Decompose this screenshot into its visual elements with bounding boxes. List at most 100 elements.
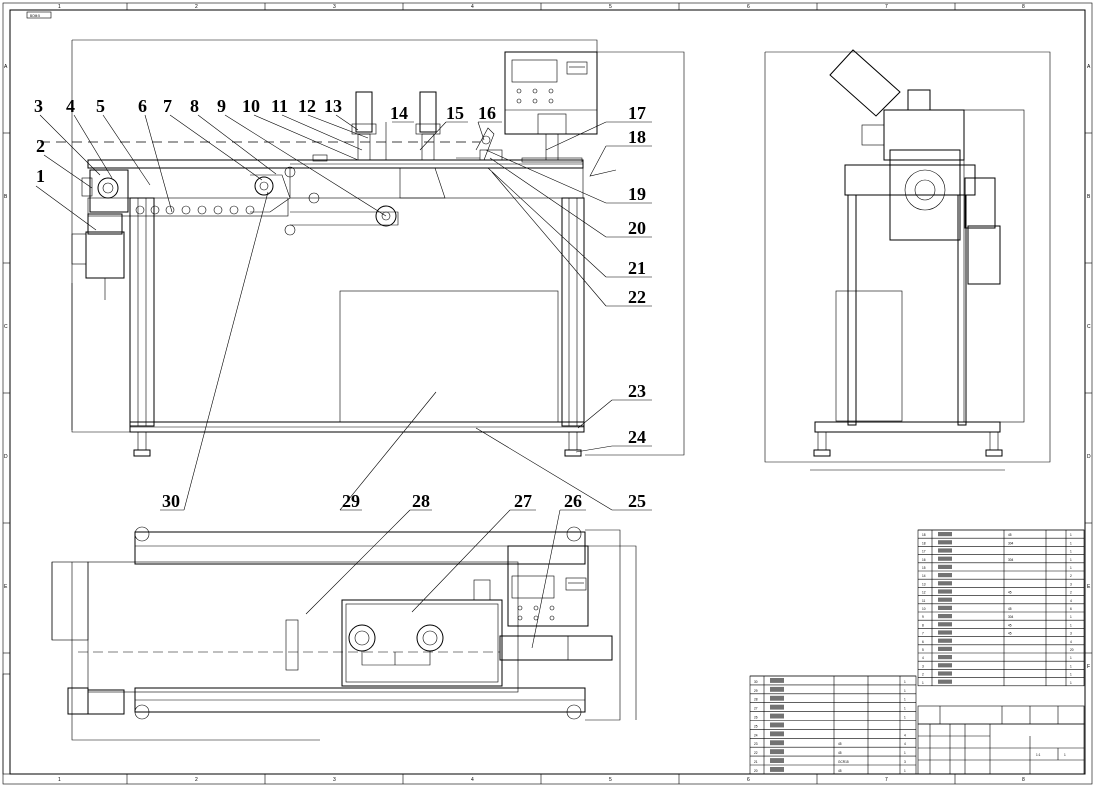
bom-left-row-name-mark: [770, 704, 784, 710]
bom-right-row-name-mark: [938, 548, 952, 553]
bom-right-row-material: 304: [1008, 558, 1014, 562]
title-block-scale: 1:1: [1036, 753, 1041, 757]
bom-right-row-material: 45: [1008, 591, 1012, 595]
gearbox: [89, 169, 129, 213]
bom-right-row-qty: 3: [1070, 582, 1072, 586]
bom-right-row-name-mark: [938, 663, 952, 668]
bom-left-row-no: 23: [754, 742, 758, 746]
bom-right-row-name-mark: [938, 532, 952, 537]
bom-left-row-qty: 1: [904, 698, 906, 702]
top-control-box: [507, 545, 589, 627]
zone-bottom-1: 1: [58, 777, 61, 783]
bom-right-row-name-mark: [938, 622, 952, 627]
bom-right-row-name-mark: [938, 581, 952, 586]
bom-right-row-qty: 1: [1070, 664, 1072, 668]
bom-left-row-name-mark: [770, 678, 784, 683]
zone-top-5: 5: [609, 4, 612, 10]
bom-right-row-no: 5: [922, 648, 924, 652]
bom-right-row-no: 16: [922, 558, 926, 562]
zone-left-c: C: [4, 324, 8, 330]
inner-border: [9, 9, 1086, 775]
bom-right-row-no: 4: [922, 656, 924, 660]
bom-left-row-no: 26: [754, 716, 758, 720]
zone-left-a: A: [4, 64, 8, 70]
zone-bottom-4: 4: [471, 777, 474, 783]
balloon-29: 29: [342, 491, 360, 511]
bom-right-row-qty: 4: [1070, 640, 1072, 644]
bom-right-row-qty: 1: [1070, 656, 1072, 660]
bom-left-row-no: 21: [754, 760, 758, 764]
zone-bottom-7: 7: [885, 777, 888, 783]
bom-left-row-no: 30: [754, 680, 758, 684]
bom-right-row-no: 7: [922, 632, 924, 636]
zone-side-d: D: [1087, 454, 1091, 460]
balloon-26: 26: [564, 491, 582, 511]
balloon-12: 12: [298, 96, 316, 116]
bom-left-row-name-mark: [770, 722, 784, 728]
zone-bottom-6: 6: [747, 777, 750, 783]
bom-left-row-no: 22: [754, 751, 758, 755]
bom-left-row-qty: 1: [904, 769, 906, 773]
bom-left-row-no: 20: [754, 769, 758, 773]
zone-side-c: C: [1087, 324, 1091, 330]
bom-right-row-qty: 20: [1070, 648, 1074, 652]
bom-right-row-qty: 1: [1070, 533, 1072, 537]
bom-right-row-no: 18: [922, 541, 926, 545]
control-display: [511, 59, 558, 83]
balloon-7: 7: [163, 96, 172, 116]
balloon-27: 27: [514, 491, 532, 511]
balloon-2: 2: [36, 136, 45, 156]
bom-right-row-qty: 6: [1070, 607, 1072, 611]
zone-side-e: E: [1087, 584, 1091, 590]
zone-top-6: 6: [747, 4, 750, 10]
balloon-24: 24: [628, 427, 646, 447]
bom-left-row-qty: 1: [904, 689, 906, 693]
bom-right-row-no: 1: [922, 681, 924, 685]
zone-top-8: 8: [1022, 4, 1025, 10]
zone-left-e: E: [4, 584, 8, 590]
bom-right-row-name-mark: [938, 655, 952, 660]
zone-side-a: A: [1087, 64, 1091, 70]
bom-right-row-name-mark: [938, 646, 952, 651]
title-block: 1:1 1: [2, 673, 1085, 775]
bom-left-row-material: 45: [838, 751, 842, 755]
zone-side-b: B: [1087, 194, 1091, 200]
bom-right-row-qty: 2: [1070, 591, 1072, 595]
front-view: [40, 39, 685, 457]
bom-right-row-no: 15: [922, 566, 926, 570]
bom-right-row-qty: 1: [1070, 558, 1072, 562]
balloon-21: 21: [628, 258, 646, 278]
bom-right-row-name-mark: [938, 589, 952, 594]
bom-right-row-material: 304: [1008, 615, 1014, 619]
balloon-17: 17: [628, 103, 646, 123]
bom-left-row-name-mark: [770, 767, 784, 772]
stamp-text: BOM:5: [30, 14, 40, 18]
side-view: [764, 49, 1051, 471]
stamp-box: [26, 11, 52, 19]
zone-bottom-8: 8: [1022, 777, 1025, 783]
bom-left-row-qty: 3: [904, 760, 906, 764]
bom-left-row-qty: 4: [904, 742, 906, 746]
bom-right-row-name-mark: [938, 564, 952, 569]
zone-top-4: 4: [471, 4, 474, 10]
bom-right-row-material: 304: [1008, 541, 1014, 545]
bom-left-row-qty: 1: [904, 716, 906, 720]
bom-right-row-no: 12: [922, 591, 926, 595]
bom-right-row-no: 6: [922, 640, 924, 644]
balloon-11: 11: [271, 96, 288, 116]
bom-right-row-qty: 1: [1070, 541, 1072, 545]
bom-right-row-no: 3: [922, 664, 924, 668]
balloon-1: 1: [36, 166, 45, 186]
bom-left-row-name-mark: [770, 713, 784, 719]
title-block-sheet: 1: [1064, 753, 1066, 757]
balloon-30: 30: [162, 491, 180, 511]
bom-right-row-name-mark: [938, 540, 952, 545]
bom-left-row-material: GCR15: [838, 760, 849, 764]
bom-right-row-material: 45: [1008, 533, 1012, 537]
side-motor: [967, 225, 1001, 285]
cabinet-panel: [339, 290, 559, 423]
bom-right-row-qty: 1: [1070, 623, 1072, 627]
bom-right-row-qty: 1: [1070, 673, 1072, 677]
